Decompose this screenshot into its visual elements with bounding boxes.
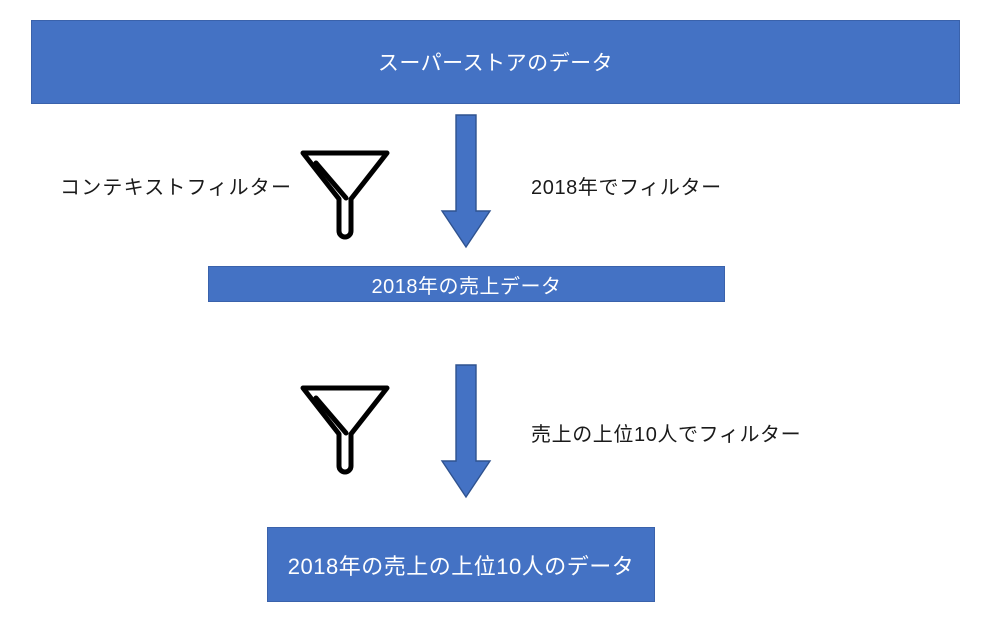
stage1-data-label: 2018年の売上データ xyxy=(371,275,562,298)
funnel-glyph xyxy=(300,385,390,475)
stage2-data-box: 2018年の売上の上位10人のデータ xyxy=(267,527,655,602)
source-data-label: スーパーストアのデータ xyxy=(377,52,614,75)
funnel-icon-top xyxy=(297,143,393,243)
arrow-down-icon-bottom xyxy=(440,364,492,499)
stage2-data-label: 2018年の売上の上位10人のデータ xyxy=(287,553,635,579)
context-filter-caption: コンテキストフィルター xyxy=(60,177,293,199)
source-data-box: スーパーストアのデータ xyxy=(31,20,960,104)
arrow-down-icon-top xyxy=(440,114,492,249)
stage1-data-box: 2018年の売上データ xyxy=(208,266,725,302)
filter-by-top10-caption: 売上の上位10人でフィルター xyxy=(531,424,802,446)
arrow-down-glyph xyxy=(440,364,492,499)
funnel-glyph xyxy=(300,150,390,240)
funnel-icon-bottom xyxy=(297,378,393,478)
filter-by-year-caption: 2018年でフィルター xyxy=(531,177,722,199)
arrow-down-glyph xyxy=(440,114,492,249)
